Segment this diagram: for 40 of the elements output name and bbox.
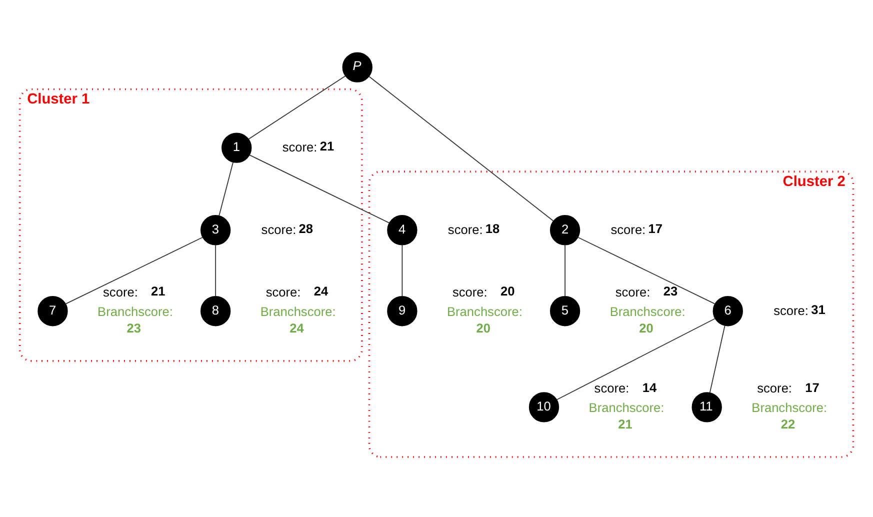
connector: [368, 76, 554, 222]
node-circle: 6: [712, 296, 743, 326]
connector: [556, 318, 716, 400]
node-label: score: 23: [615, 284, 678, 300]
node-circle: 4: [387, 215, 418, 246]
connector: [65, 236, 203, 304]
node-label: score: 17: [610, 221, 663, 237]
node-label: Branchscore: 22: [752, 400, 828, 432]
node-circle: 9: [387, 296, 418, 326]
node-label: Branchscore: 20: [610, 304, 686, 336]
node-circle: 1: [222, 132, 252, 163]
connector: [578, 236, 716, 304]
connector: [402, 244, 403, 297]
connector: [709, 325, 726, 394]
node-label: score: 31: [774, 302, 826, 318]
connector: [564, 244, 566, 297]
node-label: score: 28: [261, 221, 314, 237]
node-circle: 7: [38, 296, 68, 326]
connector: [248, 76, 346, 140]
node-label: score: 17: [757, 380, 820, 396]
node-label: score: 14: [594, 380, 657, 396]
node-label: Branchscore: 20: [447, 304, 522, 336]
connector: [249, 154, 390, 224]
node-circle: 3: [200, 215, 231, 246]
connector: [218, 162, 234, 216]
node-label: Branchscore: 23: [98, 304, 173, 336]
node-label: score: 21: [282, 138, 334, 155]
node-circle: P: [342, 52, 372, 82]
node-label: Branchscore: 24: [260, 304, 336, 336]
node-circle: 5: [550, 296, 580, 326]
connector: [215, 244, 216, 297]
node-circle: 8: [200, 296, 231, 326]
node-label: score: 24: [266, 284, 328, 300]
node-label: score: 20: [452, 284, 515, 300]
node-circle: 11: [692, 392, 722, 422]
node-label: score: 21: [103, 284, 166, 300]
node-circle: 10: [528, 392, 560, 422]
node-label: Branchscore: 21: [588, 400, 664, 432]
node-circle: 2: [550, 215, 580, 246]
node-label: score: 18: [448, 221, 500, 237]
